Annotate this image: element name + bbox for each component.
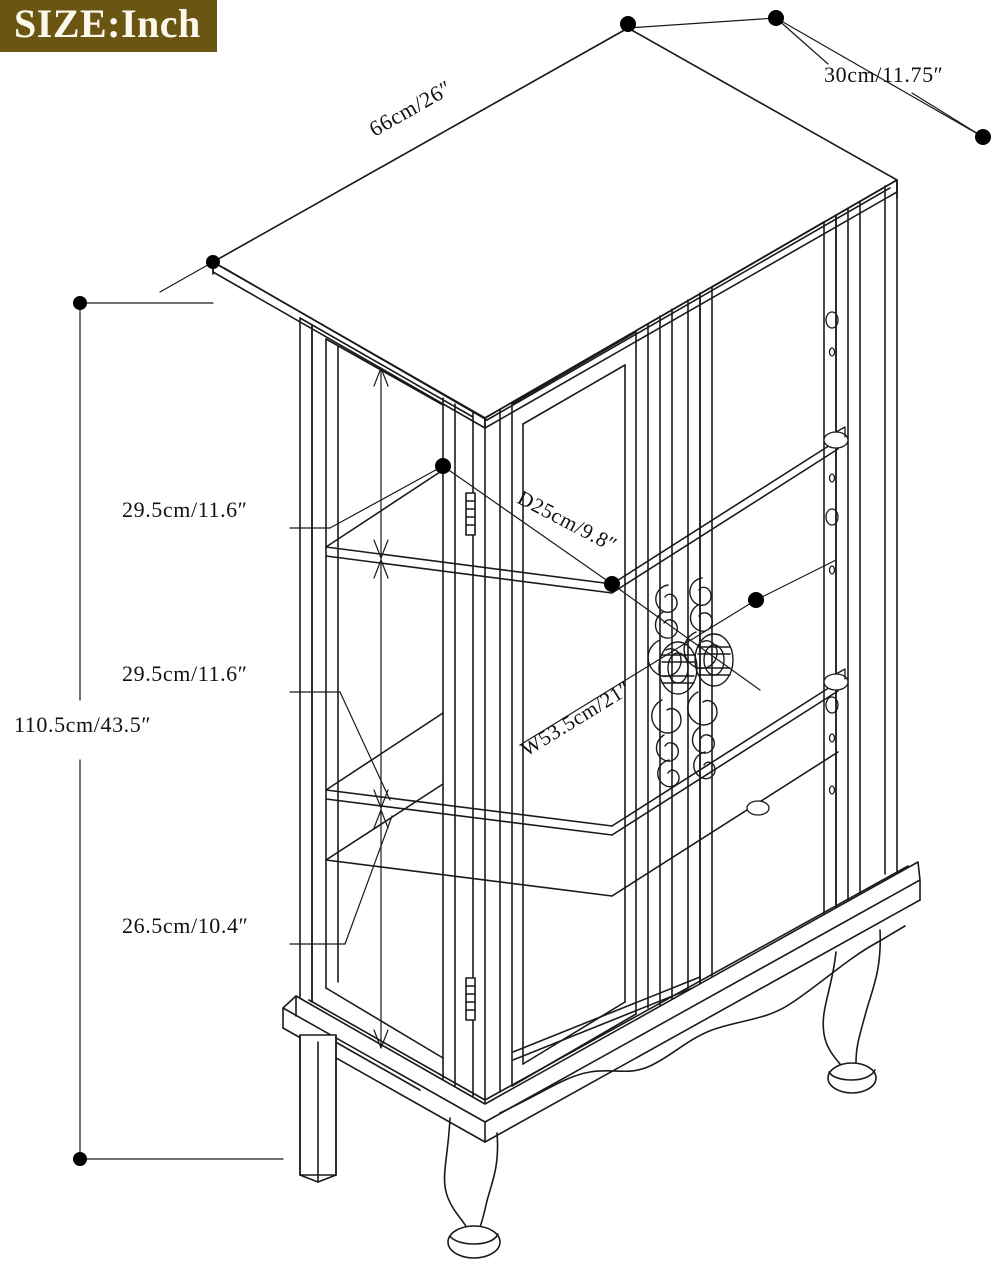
marker-depth-end: [975, 129, 991, 145]
size-unit-badge-label: SIZE:Inch: [14, 1, 201, 46]
dimension-markers: [73, 10, 991, 1166]
width-leader: [519, 599, 757, 746]
marker-shelf-upper: [435, 458, 451, 474]
leader-265-slant: [344, 815, 393, 945]
marker-depth-start: [768, 10, 784, 26]
glass-shelf-lower: [325, 751, 839, 897]
dim-label-shelf-gap-middle: 29.5cm/11.6″: [122, 661, 248, 686]
dimension-lines: [79, 17, 984, 1160]
upper-door-hinge: [465, 492, 476, 536]
shelf-support-pins: [746, 426, 849, 816]
left-door-ornate-handle[interactable]: [647, 584, 698, 788]
left-rear-leg: [299, 1034, 337, 1183]
arrow-down-2: [373, 789, 389, 809]
marker-shelf-depth: [604, 576, 620, 592]
leader-29b-slant: [339, 691, 391, 801]
marker-height-top: [73, 296, 87, 310]
glass-shelf-middle: [325, 681, 839, 836]
front-cabriole-leg: [443, 1117, 501, 1259]
arrow-up-3: [373, 809, 389, 829]
base-molding: [282, 861, 921, 1143]
dim-label-top-depth: 30cm/11.75″: [824, 62, 944, 87]
arrow-down-3: [373, 1029, 389, 1049]
dim-label-overall-height: 110.5cm/43.5″: [14, 712, 152, 737]
right-door-ornate-handle[interactable]: [683, 577, 734, 780]
leader-depth-a: [775, 17, 829, 65]
leader-29a-slant: [329, 465, 444, 529]
glass-shelf-upper: [325, 439, 839, 594]
right-glass-door[interactable]: [699, 214, 837, 991]
top-panel: [212, 27, 898, 429]
right-cabriole-leg: [822, 929, 882, 1094]
size-unit-badge: SIZE:Inch: [0, 0, 217, 52]
depth-leader: [442, 465, 613, 585]
marker-top-left: [206, 255, 220, 269]
marker-shelf-width: [748, 592, 764, 608]
arrow-up-1: [373, 367, 389, 387]
shelf-pin-holes: [825, 311, 839, 795]
lower-door-hinge: [465, 977, 476, 1021]
left-glass-door[interactable]: [499, 323, 649, 1093]
dim-label-shelf-gap-upper: 29.5cm/11.6″: [122, 497, 248, 522]
marker-height-bottom: [73, 1152, 87, 1166]
scalloped-apron: [331, 925, 906, 1114]
leader-top-width: [212, 27, 629, 263]
dim-label-shelf-gap-lower: 26.5cm/10.4″: [122, 913, 249, 938]
marker-top-back: [620, 16, 636, 32]
arrow-down-1: [373, 539, 389, 559]
arrow-up-2: [373, 559, 389, 579]
